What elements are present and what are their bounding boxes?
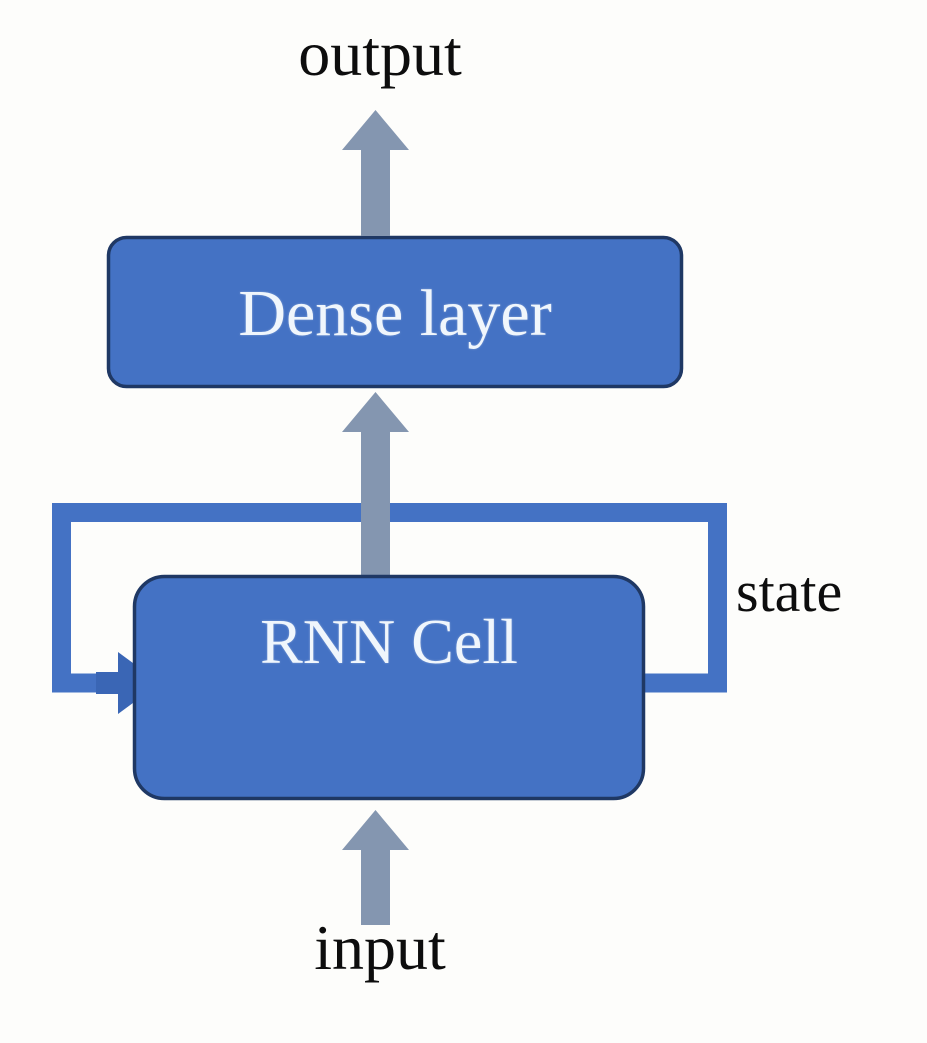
dense-to-output-arrow xyxy=(342,110,409,236)
node-dense-layer[interactable] xyxy=(106,235,684,389)
state-loop-arrowhead xyxy=(96,652,160,714)
dense-layer-label: Dense layer xyxy=(238,277,552,350)
dense-layer-box[interactable] xyxy=(106,235,684,389)
edge-input-to-rnn xyxy=(342,810,409,925)
rnn-cell-label: RNN Cell xyxy=(260,606,518,677)
input-to-rnn-arrow xyxy=(342,810,409,925)
rnn-to-dense-arrow xyxy=(342,392,409,578)
edge-dense-to-output xyxy=(342,110,409,236)
label-input: input xyxy=(314,912,446,983)
edge-rnn-to-dense xyxy=(342,392,409,578)
label-state: state xyxy=(736,559,843,624)
label-output: output xyxy=(298,18,462,89)
rnn-cell-box[interactable] xyxy=(132,574,646,801)
node-rnn-cell[interactable] xyxy=(132,574,646,801)
